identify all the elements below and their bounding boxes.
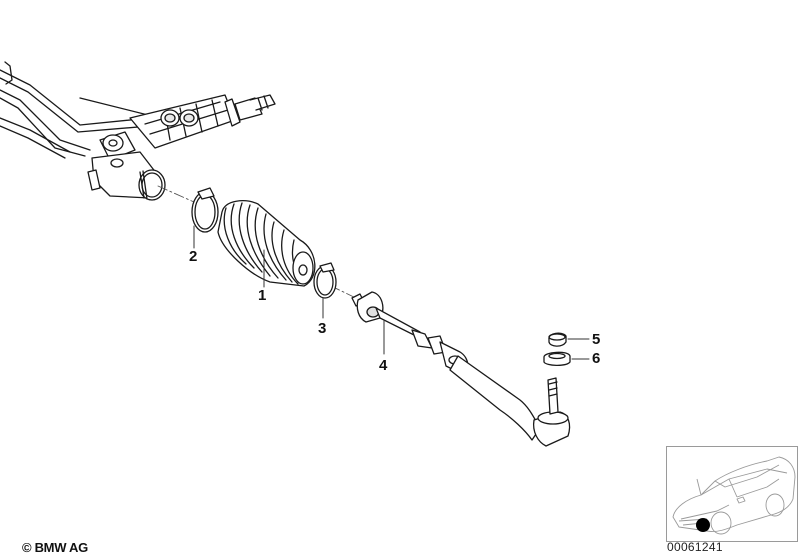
callout-3[interactable]: 3 bbox=[318, 320, 327, 337]
steering-rack-illustration bbox=[0, 61, 276, 201]
copyright-label: © BMW AG bbox=[22, 540, 88, 555]
location-marker-dot bbox=[696, 518, 710, 532]
callout-6[interactable]: 6 bbox=[592, 350, 601, 367]
clamp-inner-illustration bbox=[191, 187, 219, 233]
image-number: 00061241 bbox=[667, 540, 723, 554]
nut-illustration bbox=[548, 332, 567, 347]
callout-leader-lines bbox=[193, 225, 590, 360]
callout-4[interactable]: 4 bbox=[379, 357, 388, 374]
callout-1[interactable]: 1 bbox=[258, 287, 267, 304]
car-outline-icon bbox=[672, 456, 796, 535]
tie-rod-illustration bbox=[351, 291, 571, 447]
callout-2[interactable]: 2 bbox=[189, 248, 198, 265]
vehicle-locator-thumbnail bbox=[666, 446, 798, 542]
bellows-illustration bbox=[217, 200, 316, 287]
callout-5[interactable]: 5 bbox=[592, 331, 601, 348]
washer-illustration bbox=[543, 351, 571, 367]
clamp-outer-illustration bbox=[313, 262, 337, 299]
